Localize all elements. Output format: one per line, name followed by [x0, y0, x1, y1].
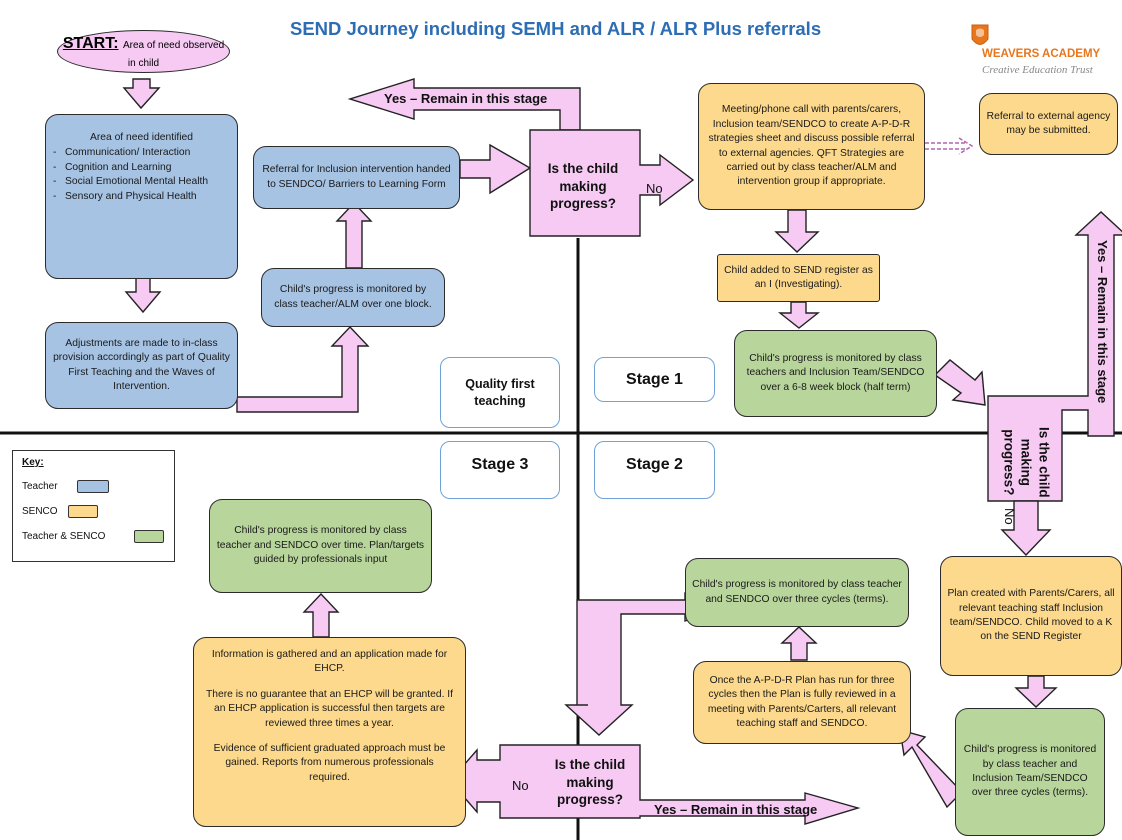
need-identified-heading: Area of need identified	[89, 132, 194, 143]
arrow-start-down	[122, 78, 161, 110]
key-item-teacher: Teacher	[22, 481, 58, 492]
arrow-to-review	[899, 729, 963, 809]
page-title: SEND Journey including SEMH and ALR / AL…	[290, 18, 822, 39]
decision-3-shape	[449, 744, 861, 825]
key-item-senco: SENCO	[22, 506, 58, 517]
logo-subtitle: Creative Education Trust	[982, 64, 1093, 76]
decision-1-text: Is the child making progress?	[547, 161, 619, 212]
arrow-decision-2-down	[1000, 500, 1052, 557]
need-list: Communication/ Interaction Cognition and…	[53, 146, 230, 204]
lion-crest-icon	[971, 24, 989, 45]
key-swatch-teacher-senco	[134, 530, 164, 543]
need-item-sensory: Sensory and Physical Health	[65, 190, 230, 204]
start-oval: START: Area of need observed in child	[57, 30, 230, 73]
key-item-teacher-senco: Teacher & SENCO	[22, 531, 106, 542]
arrow-adjust-to-monitor	[236, 325, 370, 413]
stage-3-label: Stage 3	[440, 441, 560, 499]
referral-inclusion-box: Referral for Inclusion intervention hand…	[253, 146, 460, 209]
stage-1-label: Stage 1	[594, 357, 715, 402]
need-identified-box: Area of need identified Communication/ I…	[45, 114, 238, 279]
arrow-yes-remain-top	[347, 78, 581, 131]
need-item-cognition: Cognition and Learning	[65, 161, 230, 175]
key-swatch-teacher	[77, 480, 109, 493]
logo-name: WEAVERS ACADEMY	[982, 48, 1101, 60]
decision-1-shape	[529, 129, 695, 237]
decision-3-no-label: No	[512, 778, 529, 793]
start-label: START:	[62, 35, 119, 52]
adjustments-box: Adjustments are made to in-class provisi…	[45, 322, 238, 409]
arrow-register-down	[777, 301, 821, 329]
arrow-review-up	[780, 626, 818, 661]
start-text: Area of need observed in child	[122, 40, 225, 69]
stage-qft: Quality first teaching	[440, 357, 560, 428]
need-item-communication: Communication/ Interaction	[65, 146, 230, 160]
monitored-over-time-box: Child's progress is monitored by class t…	[209, 499, 432, 593]
need-item-semh: Social Emotional Mental Health	[65, 175, 230, 189]
send-register-box: Child added to SEND register as an I (In…	[717, 254, 880, 302]
monitored-three-cycles-right-box: Child's progress is monitored by class t…	[955, 708, 1105, 836]
decision-2-shape	[987, 211, 1122, 502]
arrow-to-decision-2	[933, 359, 986, 406]
ehcp-para-1: Information is gathered and an applicati…	[211, 649, 448, 675]
external-referral-box: Referral to external agency may be submi…	[979, 93, 1118, 155]
apdr-review-box: Once the A-P-D-R Plan has run for three …	[693, 661, 911, 744]
key-title: Key:	[22, 457, 44, 468]
decision-2-text: Is the child making progress?	[1001, 427, 1052, 498]
arrow-meeting-down	[774, 209, 820, 253]
arrow-referral-right	[459, 143, 532, 195]
decision-3-text: Is the child making progress?	[554, 757, 626, 808]
yes-remain-label-right: Yes – Remain in this stage	[1095, 240, 1110, 404]
plan-created-box: Plan created with Parents/Carers, all re…	[940, 556, 1122, 676]
ehcp-para-3: Evidence of sufficient graduated approac…	[213, 743, 446, 783]
weavers-academy-logo: WEAVERS ACADEMY Creative Education Trust	[967, 22, 1117, 84]
arrow-ehcp-up	[302, 592, 340, 638]
decision-1-no-label: No	[646, 181, 663, 196]
ehcp-para-2: There is no guarantee that an EHCP will …	[205, 688, 454, 729]
yes-remain-label-top: Yes – Remain in this stage	[384, 91, 548, 106]
dashed-arrow-head	[958, 137, 974, 155]
monitored-three-cycles-mid-box: Child's progress is monitored by class t…	[685, 558, 909, 627]
yes-remain-label-bottom: Yes – Remain in this stage	[654, 802, 818, 817]
monitored-68-week-box: Child's progress is monitored by class t…	[734, 330, 937, 417]
monitored-alm-box: Child's progress is monitored by class t…	[261, 268, 445, 327]
decision-2-no-label: No	[1002, 508, 1017, 525]
ehcp-box: Information is gathered and an applicati…	[193, 637, 466, 827]
arrow-need-down	[124, 277, 162, 314]
legend-key: Key: Teacher SENCO Teacher & SENCO	[12, 450, 175, 562]
arrow-plan-down	[1014, 675, 1058, 708]
key-swatch-senco	[68, 505, 98, 518]
stage-2-label: Stage 2	[594, 441, 715, 499]
meeting-box: Meeting/phone call with parents/carers, …	[698, 83, 925, 210]
arrow-monitor-up	[335, 201, 373, 269]
